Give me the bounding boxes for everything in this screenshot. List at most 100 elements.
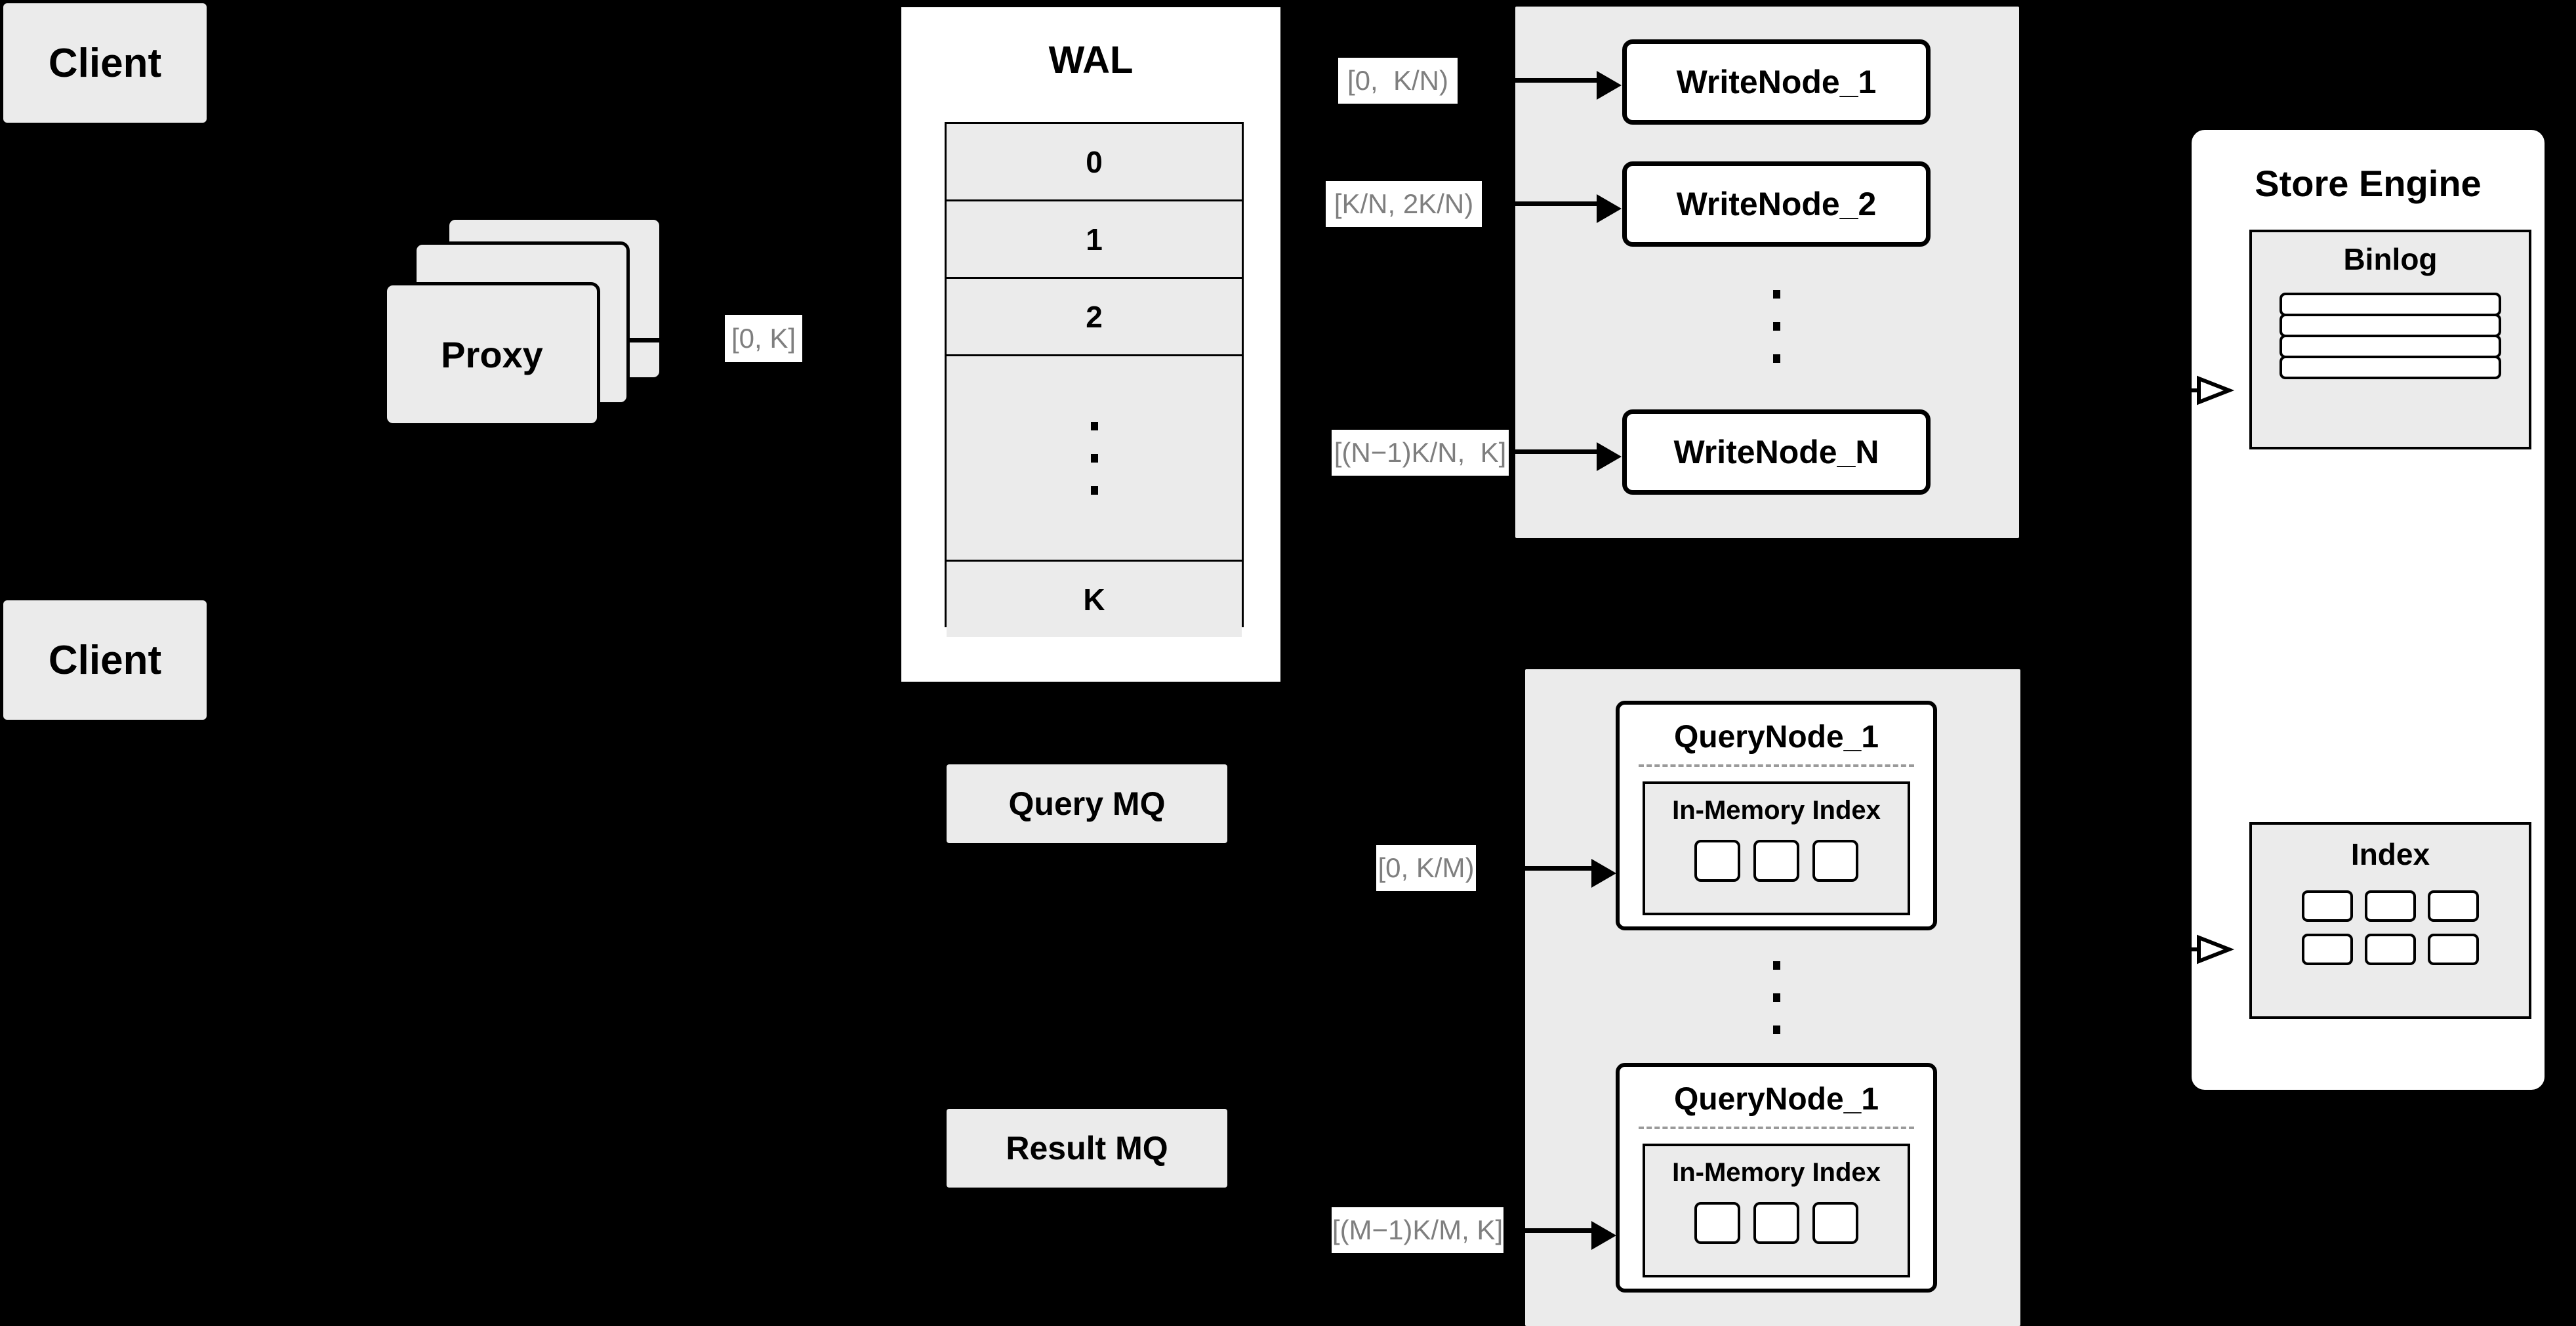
result-mq-box: Result MQ: [947, 1109, 1227, 1188]
ellipsis-dot: [1772, 322, 1780, 331]
range-label-query-node-2: [(M−1)K/M, K]: [1332, 1207, 1503, 1253]
index-panel: Index: [2249, 822, 2531, 1019]
wal-row-1-value: 1: [1086, 222, 1103, 257]
binlog-rows: [2280, 293, 2501, 379]
index-cell: [2428, 890, 2479, 922]
proxy-wal-connector: [630, 338, 669, 342]
range-label-proxy-out: [0, K]: [725, 315, 802, 362]
index-cell: [2302, 934, 2353, 965]
write-node-1: WriteNode_1: [1622, 39, 1931, 125]
index-cell: [1753, 1202, 1799, 1244]
range-label-write-node-1: [0, K/N): [1338, 58, 1458, 104]
index-cell: [1753, 840, 1799, 882]
index-grid-row: [2302, 934, 2479, 965]
wal-title: WAL: [1048, 38, 1134, 81]
wal-panel: WAL 0 1 2 K: [897, 3, 1284, 686]
index-title: Index: [2350, 837, 2430, 871]
range-label-proxy-out-text: [0, K]: [731, 323, 796, 354]
ellipsis-dot: [1772, 354, 1780, 363]
range-label-write-node-1-text: [0, K/N): [1347, 65, 1449, 96]
arrow-open-binlog: [2177, 375, 2236, 405]
ellipsis-dot: [1090, 453, 1098, 463]
binlog-row: [2280, 356, 2501, 379]
store-engine-panel: Store Engine Binlog Index: [2188, 126, 2548, 1094]
arrow-shaft-query-1: [1510, 866, 1603, 871]
index-cell: [2365, 890, 2416, 922]
query-node-2-in-memory-index-title: In-Memory Index: [1672, 1158, 1881, 1187]
client-label-1: Client: [48, 40, 162, 86]
query-node-2: QueryNode_1 In-Memory Index: [1616, 1063, 1937, 1293]
write-node-2-label: WriteNode_2: [1676, 186, 1877, 222]
ellipsis-dot: [1772, 961, 1780, 970]
ellipsis-dot: [1772, 290, 1780, 299]
range-label-write-node-2: [K/N, 2K/N): [1326, 181, 1482, 227]
write-node-1-label: WriteNode_1: [1676, 64, 1877, 100]
arrow-shaft-write-n: [1515, 449, 1608, 454]
wal-row-0-value: 0: [1086, 144, 1103, 179]
binlog-row: [2280, 314, 2501, 337]
proxy-label: Proxy: [441, 333, 543, 375]
range-label-query-node-2-text: [(M−1)K/M, K]: [1332, 1214, 1503, 1245]
range-label-write-node-n: [(N−1)K/N, K]: [1332, 430, 1509, 476]
ellipsis-dot: [1090, 421, 1098, 430]
query-node-1: QueryNode_1 In-Memory Index: [1616, 701, 1937, 930]
arrow-shaft-query-2: [1510, 1228, 1603, 1233]
wal-row-0: 0: [947, 124, 1242, 201]
index-cell: [1694, 1202, 1740, 1244]
arrow-shaft-write-1: [1515, 78, 1608, 83]
binlog-title: Binlog: [2343, 242, 2438, 276]
range-label-write-node-n-text: [(N−1)K/N, K]: [1334, 437, 1507, 468]
proxy-box: Proxy: [384, 282, 600, 426]
range-label-write-node-2-text: [K/N, 2K/N): [1334, 188, 1474, 219]
client-box-1: Client: [3, 3, 207, 123]
index-cell: [1694, 840, 1740, 882]
index-grid: [2302, 890, 2479, 965]
wal-row-k: K: [947, 562, 1242, 637]
query-mq-label: Query MQ: [1008, 785, 1166, 822]
write-cluster-ellipsis: [1765, 279, 1788, 374]
arrow-head-query-2: [1591, 1221, 1616, 1250]
index-cell: [2365, 934, 2416, 965]
binlog-row: [2280, 335, 2501, 358]
client-box-2: Client: [3, 600, 207, 720]
query-node-2-label: QueryNode_1: [1673, 1082, 1879, 1117]
binlog-panel: Binlog: [2249, 230, 2531, 449]
index-grid-row: [2302, 890, 2479, 922]
arrow-head-write-n: [1597, 442, 1622, 471]
arrow-head-write-1: [1597, 71, 1622, 100]
write-node-2: WriteNode_2: [1622, 161, 1931, 247]
query-node-1-in-memory-index: In-Memory Index: [1643, 781, 1910, 915]
ellipsis-dot: [1772, 993, 1780, 1002]
index-cell: [2302, 890, 2353, 922]
store-engine-title: Store Engine: [2255, 162, 2482, 204]
wal-row-ellipsis: [947, 356, 1242, 562]
arrow-head-write-2: [1597, 194, 1622, 223]
query-node-1-in-memory-index-title: In-Memory Index: [1672, 796, 1881, 825]
query-cluster-ellipsis: [1765, 950, 1788, 1045]
range-label-query-node-1-text: [0, K/M): [1378, 852, 1475, 883]
arrow-shaft-write-2: [1515, 201, 1608, 206]
wal-row-2: 2: [947, 279, 1242, 356]
query-mq-box: Query MQ: [947, 764, 1227, 843]
query-node-2-in-memory-index: In-Memory Index: [1643, 1144, 1910, 1277]
wal-row-1: 1: [947, 201, 1242, 279]
index-cell: [1812, 1202, 1858, 1244]
wal-row-k-value: K: [1083, 582, 1105, 617]
binlog-row: [2280, 293, 2501, 316]
arrow-open-index: [2177, 934, 2236, 964]
write-node-n-label: WriteNode_N: [1673, 434, 1879, 470]
arrow-head-query-1: [1591, 859, 1616, 888]
wal-row-2-value: 2: [1086, 299, 1103, 334]
write-node-n: WriteNode_N: [1622, 409, 1931, 495]
index-cell: [2428, 934, 2479, 965]
ellipsis-dot: [1772, 1026, 1780, 1034]
wal-table: 0 1 2 K: [945, 122, 1244, 637]
result-mq-label: Result MQ: [1006, 1130, 1168, 1167]
query-node-1-label: QueryNode_1: [1673, 720, 1879, 755]
query-node-1-divider: [1638, 764, 1915, 767]
range-label-query-node-1: [0, K/M): [1376, 845, 1476, 891]
ellipsis-dot: [1090, 486, 1098, 495]
query-node-2-divider: [1638, 1127, 1915, 1129]
index-cell: [1812, 840, 1858, 882]
